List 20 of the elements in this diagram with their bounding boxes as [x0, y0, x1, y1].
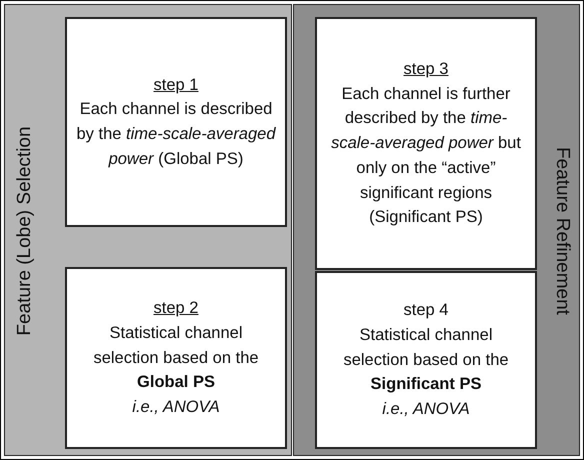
step-description: Each channel is further described by the time-scale-averaged power but only on the “active” significant regions (Significant PS) [330, 84, 522, 228]
step-title: step 1 [154, 74, 198, 96]
step-title: step 3 [404, 58, 448, 80]
step-title: step 2 [154, 298, 198, 320]
section-heading: Feature (Lobe) Selection [14, 125, 36, 338]
step-criterion: Global PS [137, 372, 215, 394]
section-panel [293, 4, 580, 456]
step-description: Each channel is described by the time-scale-averaged power (Global PS) [75, 99, 277, 170]
step-box [65, 267, 287, 449]
step-title: step 4 [404, 300, 448, 322]
step-description: Statistical channel selection based on the [342, 324, 510, 371]
step-description: Statistical channel selection based on the [92, 322, 260, 369]
section-heading: Feature Refinement [551, 146, 573, 317]
step-method: i.e., ANOVA [132, 397, 220, 418]
step-box [315, 271, 537, 449]
step-box [315, 17, 537, 270]
step-criterion: Significant PS [370, 374, 482, 396]
step-method: i.e., ANOVA [382, 399, 470, 420]
section-panel [4, 4, 292, 456]
step-box [65, 17, 287, 227]
